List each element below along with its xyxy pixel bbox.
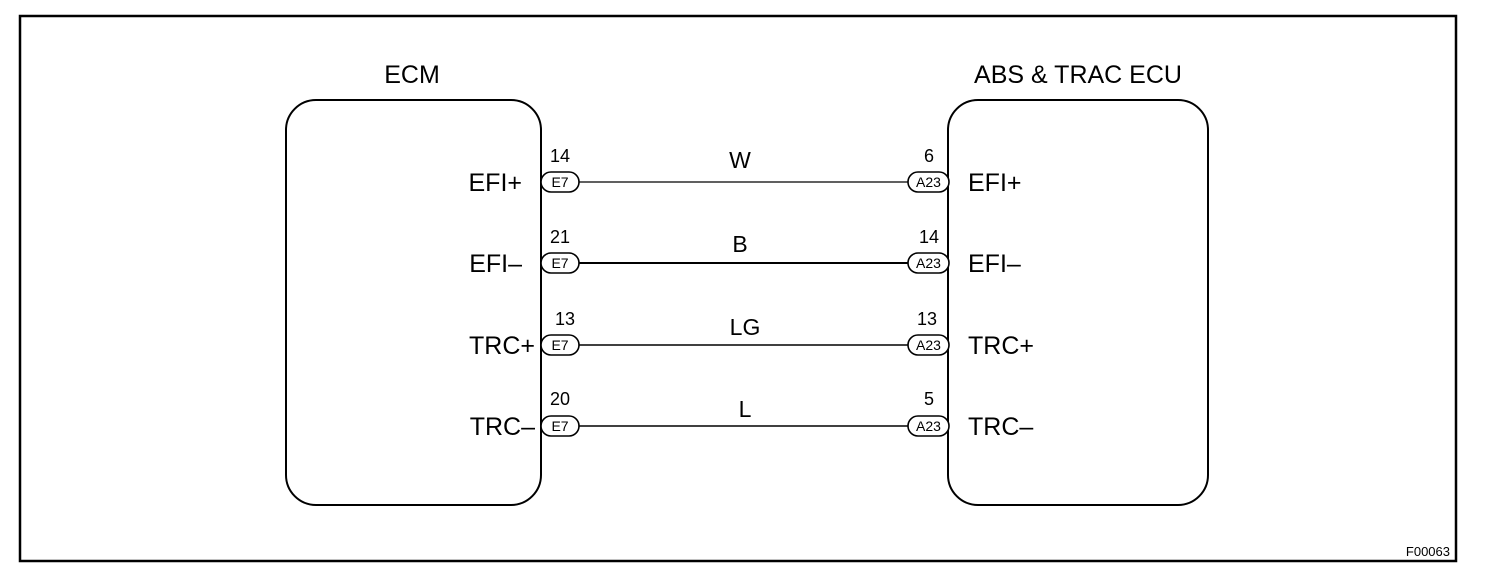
ecm-pin-number: 20 [550, 389, 570, 409]
ecu-connector-code: A23 [916, 418, 941, 434]
ecm-connector-code: E7 [551, 418, 568, 434]
ecu-pin-label: TRC– [968, 413, 1033, 441]
ecu-connector-badge [907, 415, 950, 437]
ecm-box [285, 99, 542, 506]
ecu-pin-label: TRC+ [968, 332, 1034, 360]
wire-efi-plus: EFI+ 14 E7 W 6 A23 EFI+ [469, 146, 1022, 197]
wire-color: LG [730, 314, 761, 340]
figure-id: F00063 [1406, 544, 1450, 559]
ecu-connector-badge [907, 252, 950, 274]
wire-trc-plus: TRC+ 13 E7 LG 13 A23 TRC+ [469, 309, 1034, 360]
wire-trc-minus: TRC– 20 E7 L 5 A23 TRC– [470, 389, 1034, 441]
wire-color: L [739, 396, 752, 422]
ecu-connector-code: A23 [916, 174, 941, 190]
ecm-title: ECM [384, 61, 440, 89]
ecm-pin-number: 14 [550, 146, 570, 166]
ecm-connector-badge [540, 171, 580, 193]
ecu-pin-number: 6 [924, 146, 934, 166]
diagram-frame [18, 14, 1458, 563]
wire-efi-minus: EFI– 21 E7 B 14 A23 EFI– [469, 227, 1021, 278]
ecu-connector-code: A23 [916, 337, 941, 353]
ecm-pin-label: EFI– [469, 250, 522, 278]
ecu-connector-code: A23 [916, 255, 941, 271]
abs-trac-ecu-title: ABS & TRAC ECU [974, 61, 1182, 89]
ecu-pin-label: EFI+ [968, 169, 1022, 197]
ecm-connector-code: E7 [551, 337, 568, 353]
ecm-connector-badge [540, 415, 580, 437]
ecm-connector-code: E7 [551, 255, 568, 271]
ecu-pin-label: EFI– [968, 250, 1021, 278]
ecm-connector-badge [540, 334, 580, 356]
ecu-pin-number: 13 [917, 309, 937, 329]
ecu-connector-badge [907, 171, 950, 193]
ecm-pin-number: 21 [550, 227, 570, 247]
ecu-connector-badge [907, 334, 950, 356]
wire-color: B [732, 231, 747, 257]
ecm-connector-code: E7 [551, 174, 568, 190]
ecu-pin-number: 14 [919, 227, 939, 247]
abs-trac-ecu-box [947, 99, 1209, 506]
ecm-pin-label: EFI+ [469, 169, 523, 197]
wire-color: W [729, 147, 751, 173]
ecm-pin-number: 13 [555, 309, 575, 329]
ecm-connector-badge [540, 252, 580, 274]
ecu-pin-number: 5 [924, 389, 934, 409]
ecm-pin-label: TRC– [470, 413, 535, 441]
ecm-pin-label: TRC+ [469, 332, 535, 360]
